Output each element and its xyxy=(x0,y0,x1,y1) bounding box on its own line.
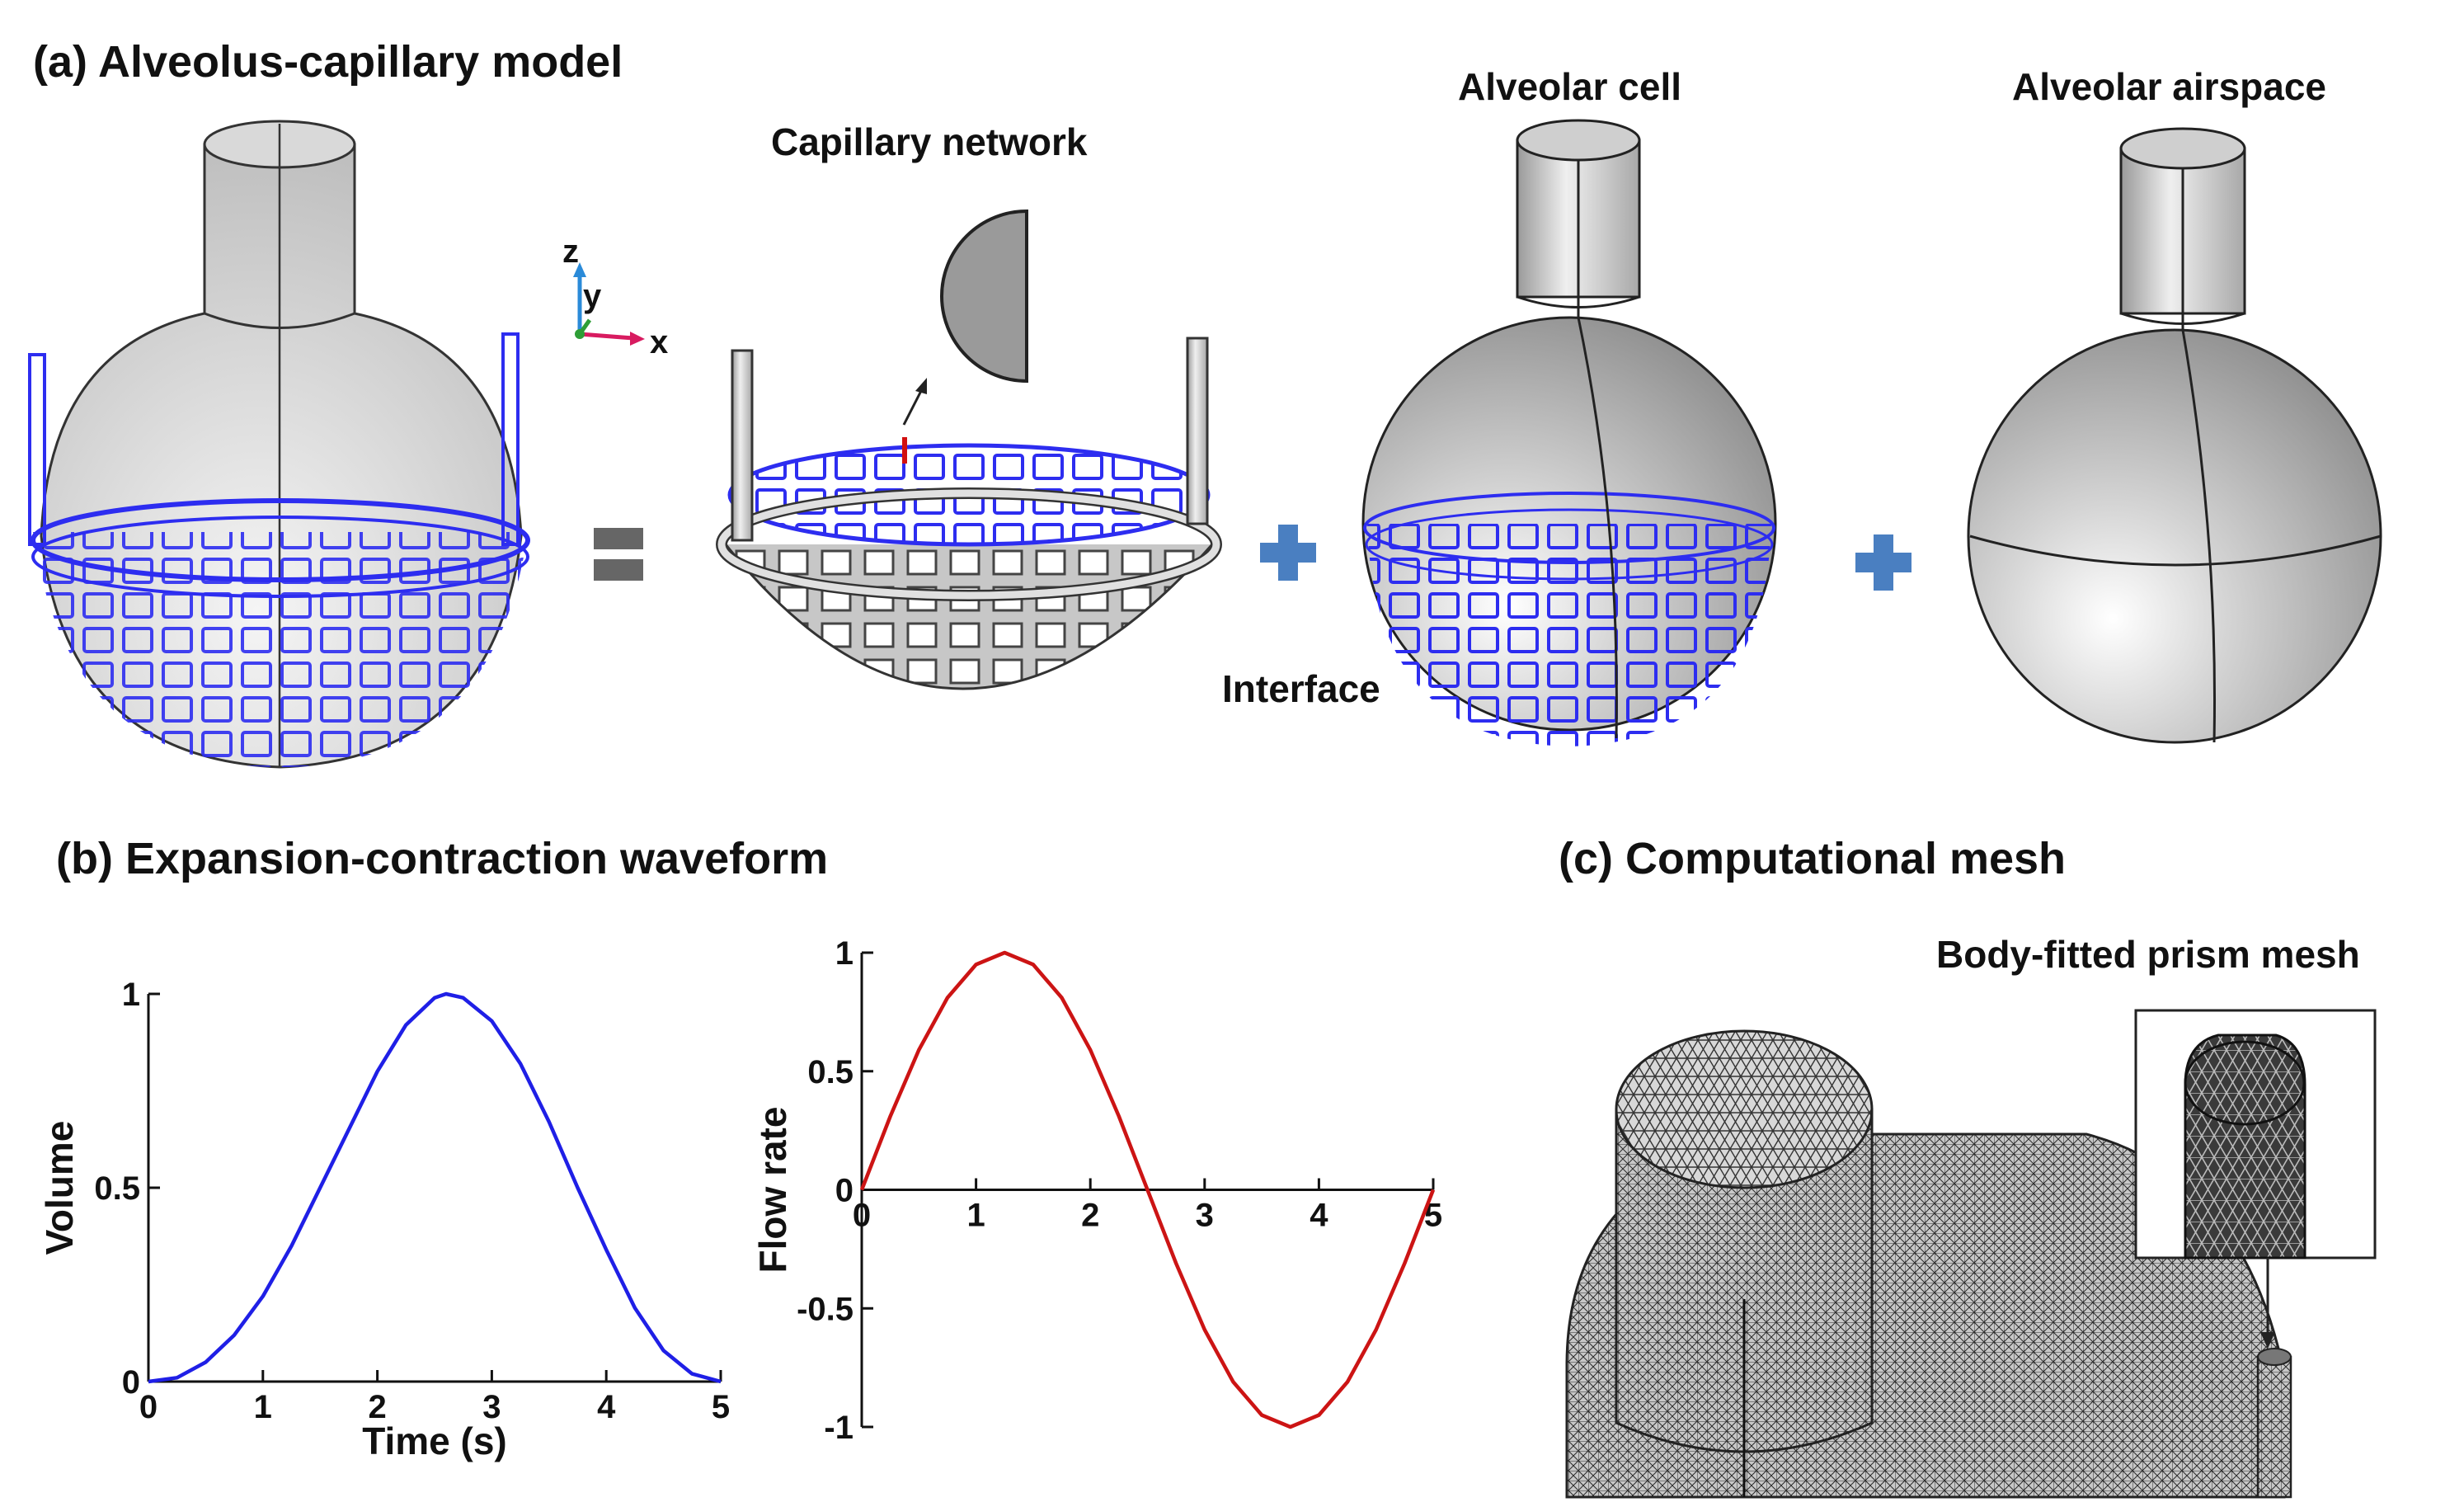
panel-a-title: (a) Alveolus-capillary model xyxy=(33,37,623,87)
x-tick-label: 0 xyxy=(853,1198,871,1234)
x-axis-label: Time (s) xyxy=(362,1420,507,1462)
axis-z-label: z xyxy=(562,233,579,270)
capillary-cross-section xyxy=(902,209,1028,426)
y-tick-label: 1 xyxy=(835,935,853,972)
y-tick-label: 1 xyxy=(122,977,140,1013)
x-tick-label: 1 xyxy=(966,1198,985,1234)
computational-mesh-illustration xyxy=(1565,1009,2377,1499)
x-tick-label: 1 xyxy=(254,1389,272,1425)
alveolar-airspace-model xyxy=(1967,127,2382,744)
y-tick-label: 0 xyxy=(122,1364,140,1401)
x-tick-label: 5 xyxy=(712,1389,730,1425)
x-tick-label: 3 xyxy=(1196,1198,1214,1234)
x-tick-label: 2 xyxy=(368,1389,386,1425)
capillary-network-label: Capillary network xyxy=(771,120,1088,163)
interface-label: Interface xyxy=(1222,667,1380,710)
y-tick-label: -0.5 xyxy=(797,1291,853,1327)
y-tick-label: 0.5 xyxy=(807,1054,853,1090)
y-axis-label: Volume xyxy=(38,1121,81,1255)
alveolar-cell-label: Alveolar cell xyxy=(1458,65,1682,108)
axis-y-label: y xyxy=(583,278,602,314)
panel-b-title: (b) Expansion-contraction waveform xyxy=(56,834,829,883)
x-tick-label: 3 xyxy=(482,1389,501,1425)
series-line-0 xyxy=(859,950,1436,1429)
x-tick-label: 4 xyxy=(597,1389,616,1425)
alveolus-capillary-model xyxy=(28,120,530,769)
panel-a-illustrations: z y x xyxy=(28,119,2382,769)
y-axis-label: Flow rate xyxy=(751,1107,794,1274)
plus-sign-1 xyxy=(1260,525,1316,581)
plus-sign-2 xyxy=(1855,534,1911,591)
prism-mesh-label: Body-fitted prism mesh xyxy=(1936,933,2360,976)
y-tick-label: 0 xyxy=(835,1173,853,1209)
capillary-network-model xyxy=(716,337,1222,690)
equals-sign xyxy=(594,528,643,581)
x-tick-label: 2 xyxy=(1081,1198,1099,1234)
x-tick-label: 0 xyxy=(139,1389,158,1425)
series-line-0 xyxy=(148,991,722,1384)
alveolar-cell-model xyxy=(1361,119,1777,746)
panel-c-title: (c) Computational mesh xyxy=(1559,834,2067,883)
x-tick-label: 4 xyxy=(1310,1198,1328,1234)
axis-x-label: x xyxy=(650,324,668,360)
y-tick-label: 0.5 xyxy=(94,1170,140,1207)
axis-triad-icon xyxy=(573,262,645,346)
alveolar-airspace-label: Alveolar airspace xyxy=(2012,65,2327,108)
y-tick-label: -1 xyxy=(824,1410,853,1446)
